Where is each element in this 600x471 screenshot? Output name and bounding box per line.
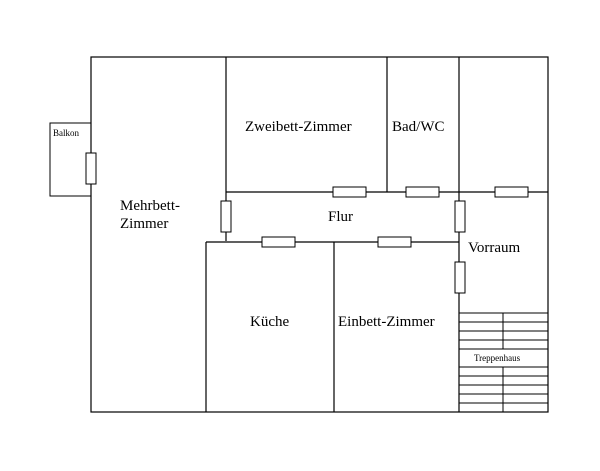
label-balkon: Balkon xyxy=(53,128,79,138)
door-flur-vorraum xyxy=(454,200,466,233)
label-mehrbett-1: Mehrbett- xyxy=(120,198,180,214)
door-balkon xyxy=(85,152,97,185)
label-flur: Flur xyxy=(328,209,353,225)
door-bad xyxy=(405,186,440,198)
stairwell xyxy=(459,312,548,412)
door-kueche xyxy=(261,236,296,248)
door-mehrbett xyxy=(220,200,232,233)
label-bad: Bad/WC xyxy=(392,119,445,135)
label-einbett: Einbett-Zimmer xyxy=(338,314,435,330)
label-mehrbett-2: Zimmer xyxy=(120,216,168,232)
label-zweibett: Zweibett-Zimmer xyxy=(245,119,352,135)
door-zweibett xyxy=(332,186,367,198)
label-kueche: Küche xyxy=(250,314,289,330)
label-treppenhaus: Treppenhaus xyxy=(474,353,521,363)
door-vorraum-einbett xyxy=(454,261,466,294)
label-vorraum: Vorraum xyxy=(468,240,521,256)
door-einbett xyxy=(377,236,412,248)
door-vorraum-top xyxy=(494,186,529,198)
outer-wall xyxy=(90,56,549,413)
